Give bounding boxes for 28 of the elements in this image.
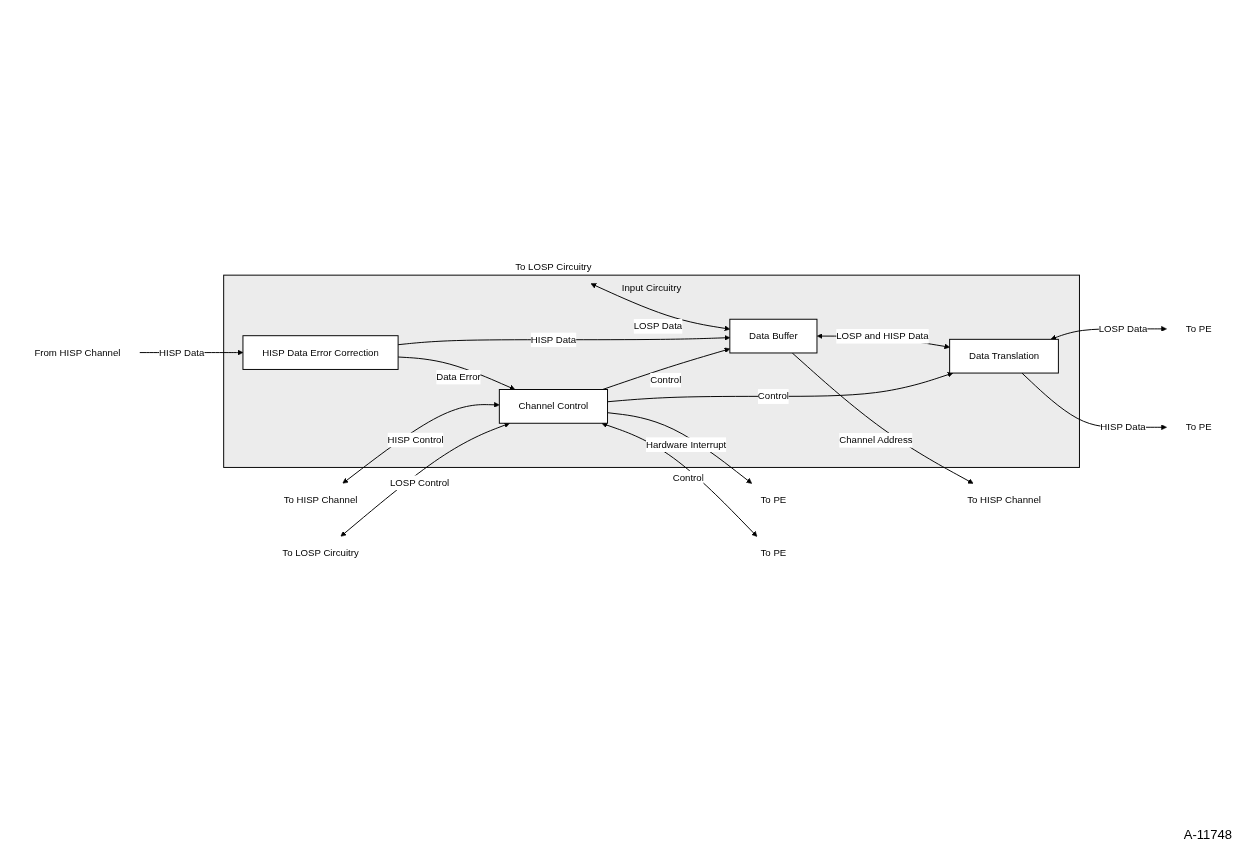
node-text: To HISP Channel (967, 494, 1041, 506)
edge-label: HISP Control (387, 433, 444, 445)
figure-number: A-11748 (1183, 827, 1232, 842)
edge-label: Channel Address (839, 434, 913, 446)
node-text: To PE (1185, 322, 1212, 334)
edge-label: Control (650, 374, 682, 385)
edge-label: Data Error (436, 371, 481, 383)
edge-label: HISP Data (1100, 421, 1146, 433)
node-text: From HISP Channel (34, 346, 121, 358)
node-box: Data Translation (949, 338, 1059, 374)
node-text: To PE (760, 494, 787, 506)
edge-label: Control (757, 390, 789, 402)
node-text: To PE (1185, 421, 1212, 433)
node-box: Data Buffer (729, 318, 818, 354)
edge-label: LOSP Control (389, 476, 450, 488)
node-text: To LOSP Circuitry (515, 260, 592, 272)
node-box: HISP Data Error Correction (242, 335, 399, 370)
edge-label: LOSP Data (1098, 322, 1148, 334)
node-text: To LOSP Circuitry (282, 547, 359, 559)
edge-label: HISP Data (159, 346, 205, 358)
node-text: To PE (760, 547, 787, 559)
edge-label: HISP Data (530, 333, 577, 345)
edge-label: LOSP and HISP Data (836, 330, 929, 342)
edge-label: LOSP Data (633, 320, 683, 332)
edge-label: Control (672, 472, 704, 483)
node-box: Channel Control (498, 389, 608, 424)
edge-label: Hardware Interrupt (645, 438, 727, 450)
node-text: To HISP Channel (283, 494, 358, 506)
